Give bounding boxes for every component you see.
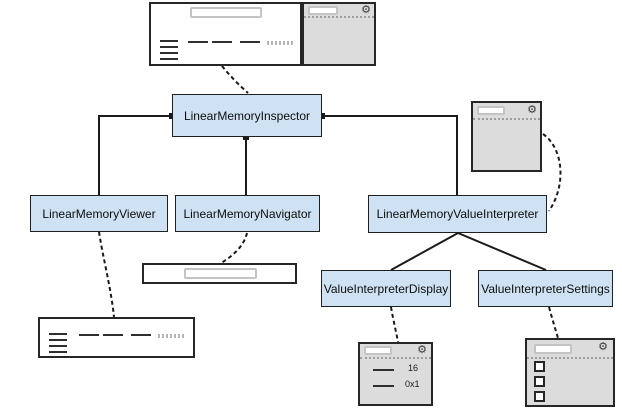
text-input-sketch	[477, 106, 505, 115]
value-label: 0x1	[405, 379, 420, 389]
sketch-inspector-side-pane: ⚙	[302, 2, 376, 66]
hamburger-icon	[49, 333, 67, 357]
edge-sketch-inspector	[221, 65, 249, 94]
edge-display-sketch	[390, 306, 399, 343]
memory-row-dash	[188, 41, 208, 43]
sketch-interpreter-pane: ⚙	[471, 101, 542, 172]
checkbox	[534, 376, 545, 387]
sketch-viewer-pane	[38, 317, 195, 358]
separator	[360, 357, 431, 359]
memory-row-dash	[212, 41, 232, 43]
edge-navigator-sketch	[220, 232, 248, 264]
node-linear-memory-inspector: LinearMemoryInspector	[172, 94, 322, 137]
edge-settings-sketch	[548, 306, 559, 339]
edge-inspector-interpreter	[322, 115, 458, 195]
address-input-sketch	[184, 268, 257, 279]
node-value-interpreter-display: ValueInterpreterDisplay	[321, 270, 451, 307]
text-input-sketch	[190, 7, 262, 18]
node-linear-memory-navigator: LinearMemoryNavigator	[175, 195, 320, 232]
sketch-inspector-main-pane	[149, 2, 302, 66]
hamburger-icon	[160, 40, 178, 64]
ascii-column-dots	[158, 334, 184, 338]
memory-row-dash	[103, 334, 123, 336]
gear-icon: ⚙	[417, 344, 427, 356]
value-type-line	[373, 369, 394, 371]
separator	[473, 118, 540, 120]
text-input-sketch	[534, 344, 572, 354]
checkbox	[534, 361, 545, 372]
edge-interpreter-display	[390, 232, 459, 271]
edge-viewer-sketch	[98, 231, 115, 318]
text-input-sketch	[308, 6, 338, 15]
separator	[304, 16, 374, 18]
ascii-column-dots	[267, 41, 293, 45]
node-linear-memory-viewer: LinearMemoryViewer	[30, 195, 168, 232]
value-label: 16	[408, 363, 419, 373]
checkbox	[534, 391, 545, 402]
separator	[527, 357, 613, 359]
gear-icon: ⚙	[527, 104, 537, 116]
sketch-settings-pane: ⚙	[525, 338, 615, 407]
gear-icon: ⚙	[598, 341, 608, 353]
memory-row-dash	[79, 334, 99, 336]
sketch-display-pane: ⚙ 16 0x1	[358, 342, 433, 406]
edge-interpreter-settings	[457, 232, 547, 271]
memory-row-dash	[240, 41, 260, 43]
sketch-navigator-bar	[142, 263, 297, 284]
gear-icon: ⚙	[361, 4, 371, 16]
node-value-interpreter-settings: ValueInterpreterSettings	[478, 270, 613, 307]
node-linear-memory-value-interpreter: LinearMemoryValueInterpreter	[368, 195, 547, 233]
edge-inspector-viewer	[98, 115, 172, 195]
value-type-line	[373, 385, 394, 387]
text-input-sketch	[364, 346, 392, 355]
memory-row-dash	[131, 334, 151, 336]
